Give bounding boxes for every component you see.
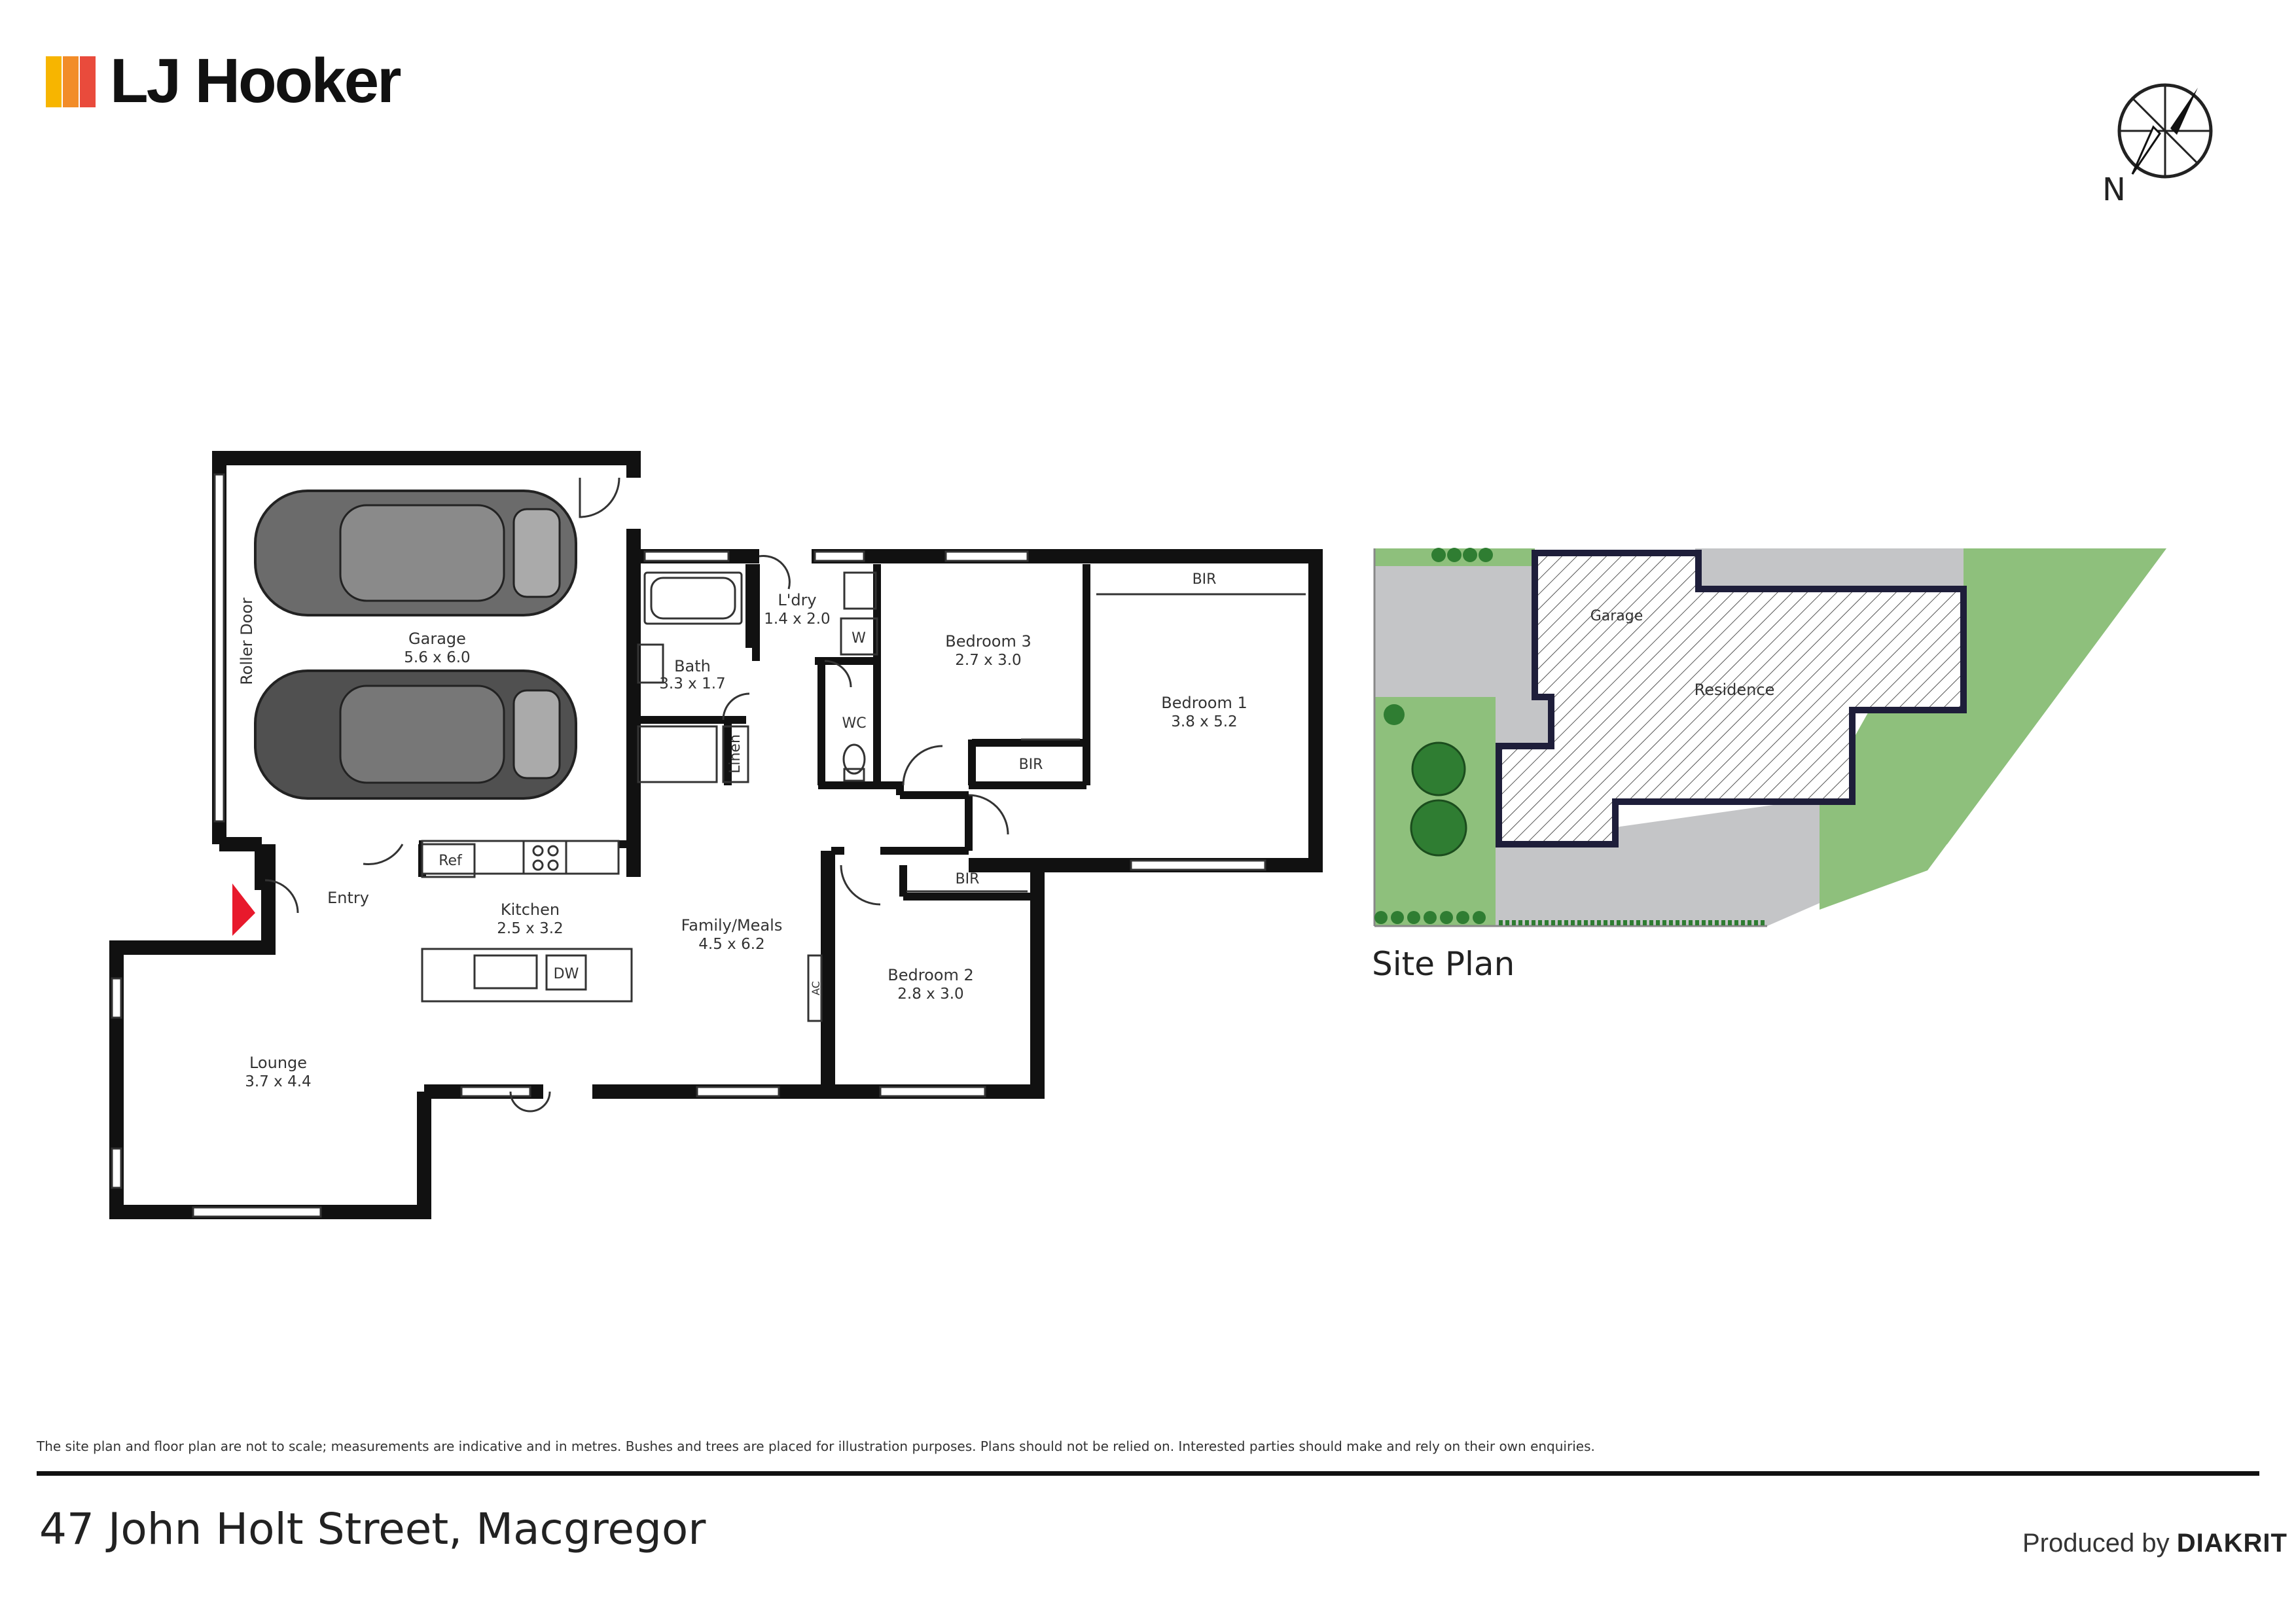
bedroom2-label: Bedroom 2	[888, 966, 973, 984]
laundry-dims: 1.4 x 2.0	[764, 611, 830, 628]
garage-dims: 5.6 x 6.0	[404, 649, 470, 666]
site-residence	[1496, 550, 1967, 847]
bedroom1-label: Bedroom 1	[1161, 694, 1247, 712]
tree-icon	[1410, 799, 1467, 857]
footer-divider	[37, 1471, 2259, 1476]
dishwasher-label: DW	[554, 966, 579, 982]
site-paving-south	[1496, 798, 1820, 926]
north-compass-icon	[2117, 83, 2213, 179]
produced-by: Produced by DIAKRIT	[2022, 1529, 2287, 1558]
brand-logo-mark	[46, 56, 96, 107]
site-residence-label: Residence	[1695, 681, 1775, 699]
site-paving-north	[1695, 548, 1964, 588]
ac-label: AC	[810, 981, 822, 995]
wc-label: WC	[842, 715, 866, 732]
shrub-icon	[1479, 548, 1493, 562]
washer-label: W	[852, 630, 866, 647]
fixtures	[421, 571, 1306, 1022]
doors	[264, 477, 1009, 1113]
bath-dims: 3.3 x 1.7	[659, 675, 725, 692]
ref-label: Ref	[439, 853, 463, 869]
bedroom1-dims: 3.8 x 5.2	[1171, 713, 1237, 730]
windows	[111, 473, 1266, 1218]
car-icon	[254, 490, 577, 616]
shrub-row	[1374, 911, 1486, 924]
lounge-label: Lounge	[249, 1054, 307, 1072]
family-meals-dims: 4.5 x 6.2	[698, 936, 764, 953]
bedroom1-bir-label: BIR	[1193, 571, 1217, 588]
laundry-label: L'dry	[778, 591, 816, 609]
bath-label: Bath	[674, 657, 711, 675]
logo-bar-orange	[63, 56, 79, 107]
produced-by-label: Produced by	[2022, 1529, 2170, 1558]
logo-bar-red	[80, 56, 96, 107]
disclaimer-text: The site plan and floor plan are not to …	[37, 1438, 1595, 1454]
kitchen-label: Kitchen	[501, 901, 560, 919]
site-garage-label: Garage	[1590, 608, 1643, 624]
garage-label: Garage	[408, 630, 466, 648]
entry-arrow-icon	[232, 883, 255, 936]
site-lawn-east-2	[1820, 548, 2166, 910]
shrub-icon	[1431, 548, 1446, 562]
property-address: 47 John Holt Street, Macgregor	[39, 1504, 706, 1554]
shrub-icon	[1384, 704, 1405, 725]
bedroom2-dims: 2.8 x 3.0	[897, 986, 963, 1003]
exterior-walls	[109, 451, 1323, 1219]
car-icon	[254, 669, 577, 800]
entry-label: Entry	[327, 889, 369, 907]
bedroom3-dims: 2.7 x 3.0	[955, 652, 1021, 669]
kitchen-dims: 2.5 x 3.2	[497, 920, 563, 937]
producer-logo: DIAKRIT	[2176, 1529, 2287, 1558]
bedroom3-bir-label: BIR	[1019, 757, 1043, 773]
site-paving-drive	[1496, 697, 1551, 746]
interior-walls	[418, 564, 1090, 901]
logo-bar-yellow	[46, 56, 62, 107]
roller-door-label: Roller Door	[238, 597, 256, 685]
brand-logo-wordmark: LJ Hooker	[110, 46, 401, 116]
tree-icon	[1411, 741, 1466, 796]
site-plan-title: Site Plan	[1372, 945, 1515, 983]
bedroom3-label: Bedroom 3	[945, 632, 1031, 651]
family-meals-label: Family/Meals	[681, 916, 783, 935]
linen-label: Linen	[727, 734, 744, 774]
lounge-dims: 3.7 x 4.4	[245, 1073, 311, 1090]
compass-north-label: N	[2102, 171, 2126, 208]
shrub-icon	[1447, 548, 1462, 562]
shrub-icon	[1463, 548, 1477, 562]
bedroom2-bir-label: BIR	[956, 871, 980, 887]
site-paving	[1374, 566, 1538, 697]
